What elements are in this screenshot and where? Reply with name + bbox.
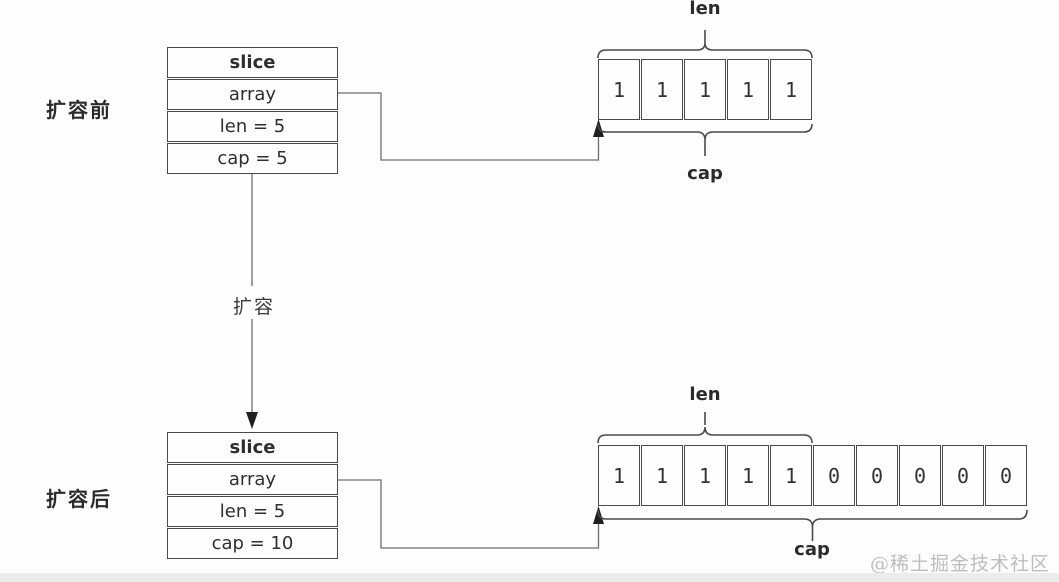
after-len-brace [597, 412, 813, 444]
before-len-label: len [689, 0, 721, 19]
array-cell: 1 [684, 59, 726, 120]
expand-label: 扩容 [232, 296, 276, 318]
after-cap-brace [597, 509, 1028, 541]
struct-row-cap: cap = 5 [167, 143, 338, 174]
array-cell: 0 [942, 445, 984, 506]
after-label: 扩容后 [46, 487, 112, 511]
after-len-label: len [689, 384, 721, 405]
array-cell: 1 [598, 59, 640, 120]
down-arrowhead-icon [246, 412, 258, 429]
struct-title: slice [167, 47, 338, 78]
array-cell: 0 [856, 445, 898, 506]
after-array-pointer [338, 479, 604, 549]
array-cell: 1 [641, 445, 683, 506]
before-array-pointer [338, 92, 604, 161]
array-cell: 0 [899, 445, 941, 506]
array-cell: 1 [727, 445, 769, 506]
watermark: @稀土掘金技术社区 [869, 553, 1050, 575]
array-cell: 1 [598, 445, 640, 506]
array-cell: 1 [684, 445, 726, 506]
up-arrowhead-icon [593, 119, 604, 137]
array-cell: 0 [813, 445, 855, 506]
struct-title: slice [167, 432, 338, 463]
before-slice-struct: slice array len = 5 cap = 5 [167, 47, 338, 175]
before-label: 扩容前 [46, 98, 112, 122]
array-cell: 1 [641, 59, 683, 120]
struct-row-len: len = 5 [167, 496, 338, 527]
up-arrowhead-icon [593, 506, 604, 524]
before-cap-label: cap [687, 163, 723, 184]
array-cell: 1 [770, 445, 812, 506]
before-cap-brace [597, 123, 813, 156]
after-slice-struct: slice array len = 5 cap = 10 [167, 432, 338, 560]
before-len-brace [597, 30, 813, 59]
struct-row-array: array [167, 464, 338, 495]
footer-strip [0, 573, 1059, 582]
array-cell: 0 [985, 445, 1027, 506]
after-cap-label: cap [794, 539, 830, 560]
array-cell: 1 [770, 59, 812, 120]
struct-row-len: len = 5 [167, 111, 338, 142]
after-backing-array: 1 1 1 1 1 0 0 0 0 0 [598, 445, 1027, 506]
struct-row-array: array [167, 79, 338, 110]
struct-row-cap: cap = 10 [167, 528, 338, 559]
before-backing-array: 1 1 1 1 1 [598, 59, 812, 120]
array-cell: 1 [727, 59, 769, 120]
